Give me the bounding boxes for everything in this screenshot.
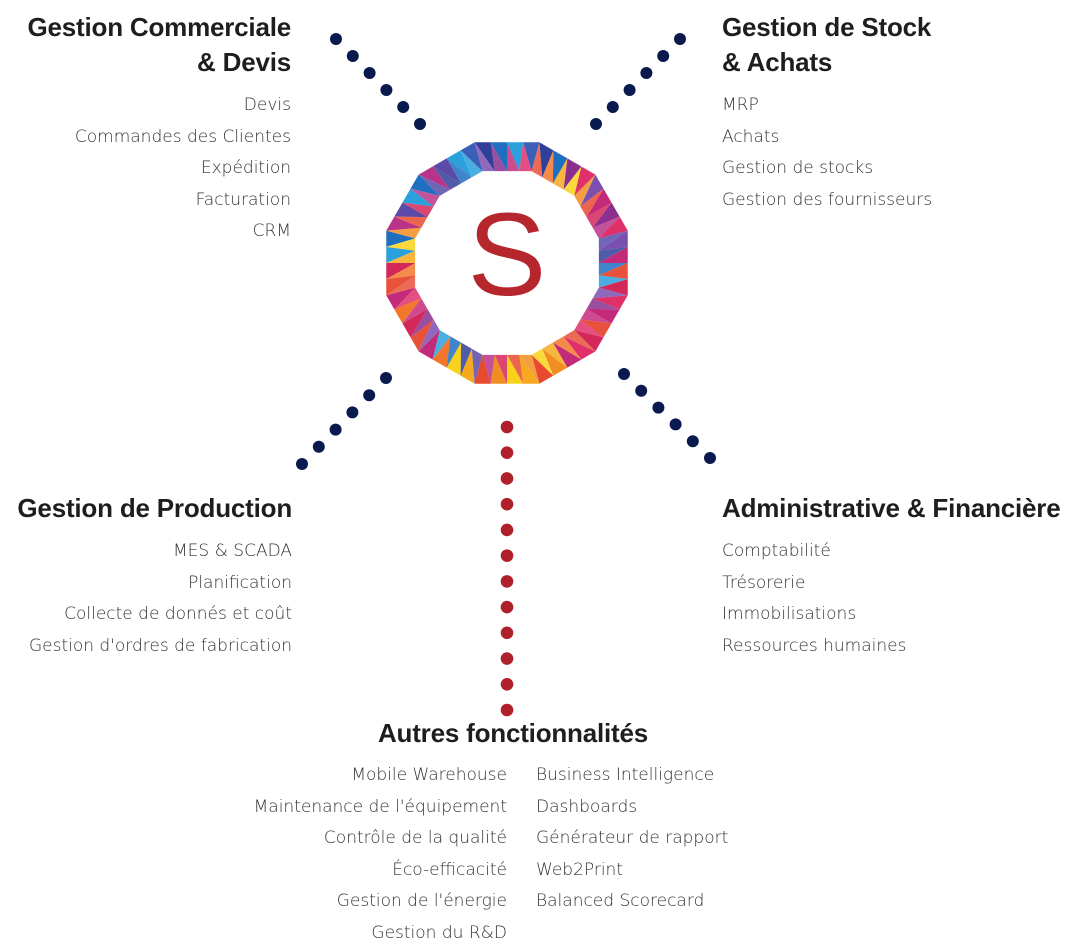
connector-dot (687, 435, 699, 447)
connector-dot (501, 446, 514, 459)
section-gestion-stock: Gestion de Stock & Achats MRP Achats Ges… (722, 10, 932, 216)
list-item: Contrôle de la qualité (254, 823, 507, 855)
section-title: Autres fonctionnalités (0, 716, 1026, 751)
autres-right-column: Business Intelligence Dashboards Générat… (536, 760, 728, 918)
list-item: Expédition (27, 153, 291, 185)
connector-dot (501, 678, 514, 691)
list-item: Collecte de donnés et coût (17, 599, 292, 631)
item-list: Mobile Warehouse Maintenance de l'équipe… (254, 760, 507, 949)
list-item: Maintenance de l'équipement (254, 792, 507, 824)
autres-left-column: Mobile Warehouse Maintenance de l'équipe… (254, 760, 507, 949)
item-list: Comptabilité Trésorerie Immobilisations … (722, 536, 1060, 662)
list-item: Balanced Scorecard (536, 886, 728, 918)
list-item: CRM (27, 216, 291, 248)
section-title: Gestion Commerciale & Devis (27, 10, 291, 80)
connector-dot (657, 50, 669, 62)
connector-dot (414, 118, 426, 130)
connector-dot (501, 627, 514, 640)
connector-dot (380, 372, 392, 384)
connector-dot (501, 498, 514, 511)
connector-dot (501, 652, 514, 665)
connector-dot (618, 368, 630, 380)
item-list: MRP Achats Gestion de stocks Gestion des… (722, 90, 932, 216)
connector-dot (363, 389, 375, 401)
title-line-2: & Devis (27, 45, 291, 80)
list-item: Planification (17, 568, 292, 600)
title-line-2: & Achats (722, 45, 932, 80)
list-item: Comptabilité (722, 536, 1060, 568)
list-item: Trésorerie (722, 568, 1060, 600)
list-item: Business Intelligence (536, 760, 728, 792)
list-item: MES & SCADA (17, 536, 292, 568)
connector-dot (330, 33, 342, 45)
connector-dot (640, 67, 652, 79)
connector-dot (501, 601, 514, 614)
list-item: Dashboards (536, 792, 728, 824)
title-line-1: Gestion de Stock (722, 10, 932, 45)
list-item: Mobile Warehouse (254, 760, 507, 792)
connector-dot (674, 33, 686, 45)
list-item: Facturation (27, 185, 291, 217)
connector-dot (364, 67, 376, 79)
connector-dot (501, 575, 514, 588)
list-item: Éco-efficacité (254, 855, 507, 887)
item-list: Business Intelligence Dashboards Générat… (536, 760, 728, 918)
connector-dot (607, 101, 619, 113)
connector-dot (330, 424, 342, 436)
list-item: Immobilisations (722, 599, 1060, 631)
connector-dot (501, 524, 514, 537)
title-line-1: Gestion Commerciale (27, 10, 291, 45)
section-gestion-production: Gestion de Production MES & SCADA Planif… (17, 491, 292, 662)
connector-dot (313, 441, 325, 453)
list-item: Gestion de l'énergie (254, 886, 507, 918)
connector-dot (635, 385, 647, 397)
connector-dot (670, 418, 682, 430)
connector-dot (590, 118, 602, 130)
list-item: Commandes des Clientes (27, 122, 291, 154)
item-list: MES & SCADA Planification Collecte de do… (17, 536, 292, 662)
connector-dot (652, 402, 664, 414)
item-list: Devis Commandes des Clientes Expédition … (27, 90, 291, 248)
section-gestion-commerciale: Gestion Commerciale & Devis Devis Comman… (27, 10, 291, 248)
list-item: Devis (27, 90, 291, 122)
list-item: Gestion de stocks (722, 153, 932, 185)
section-autres-fonctionnalites: Autres fonctionnalités (0, 716, 1026, 751)
connector-dot (501, 421, 514, 434)
connector-dot (346, 406, 358, 418)
list-item: Ressources humaines (722, 631, 1060, 663)
connector-dot (501, 704, 514, 717)
connector-dot (501, 472, 514, 485)
list-item: Générateur de rapport (536, 823, 728, 855)
connector-dot (624, 84, 636, 96)
list-item: Gestion des fournisseurs (722, 185, 932, 217)
list-item: Web2Print (536, 855, 728, 887)
list-item: Achats (722, 122, 932, 154)
section-title: Administrative & Financière (722, 491, 1060, 526)
list-item: Gestion d'ordres de fabrication (17, 631, 292, 663)
list-item: MRP (722, 90, 932, 122)
list-item: Gestion du R&D (254, 918, 507, 949)
section-administrative-financiere: Administrative & Financière Comptabilité… (722, 491, 1060, 662)
connector-dot (501, 549, 514, 562)
section-title: Gestion de Production (17, 491, 292, 526)
section-title: Gestion de Stock & Achats (722, 10, 932, 80)
connector-dot (704, 452, 716, 464)
logo: S (386, 142, 627, 383)
connector-dot (347, 50, 359, 62)
connector-dot (296, 458, 308, 470)
connector-dot (380, 84, 392, 96)
logo-letter: S (468, 189, 547, 321)
connector-dot (397, 101, 409, 113)
